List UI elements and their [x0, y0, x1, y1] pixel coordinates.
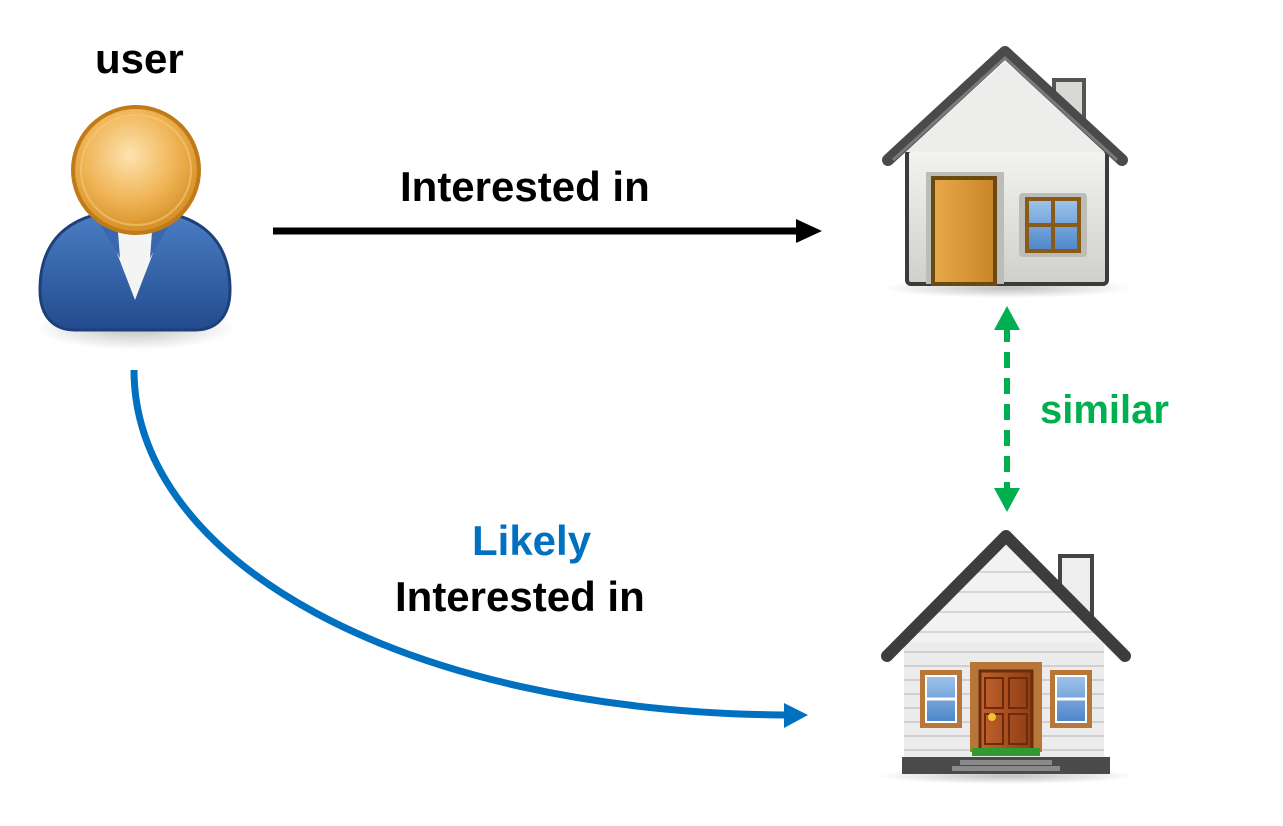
likely-label: Likely	[472, 517, 592, 564]
house-icon	[876, 530, 1136, 784]
interested-in-label: Interested in	[400, 163, 650, 210]
user-icon	[35, 105, 235, 350]
similar-label: similar	[1040, 388, 1169, 432]
likely-interested-in-label: Interested in	[395, 573, 645, 620]
likely-arrow	[130, 369, 808, 728]
interest-arrow	[273, 219, 822, 243]
user-label: user	[95, 35, 184, 82]
house-icon	[882, 46, 1132, 298]
similar-arrow	[994, 306, 1020, 512]
